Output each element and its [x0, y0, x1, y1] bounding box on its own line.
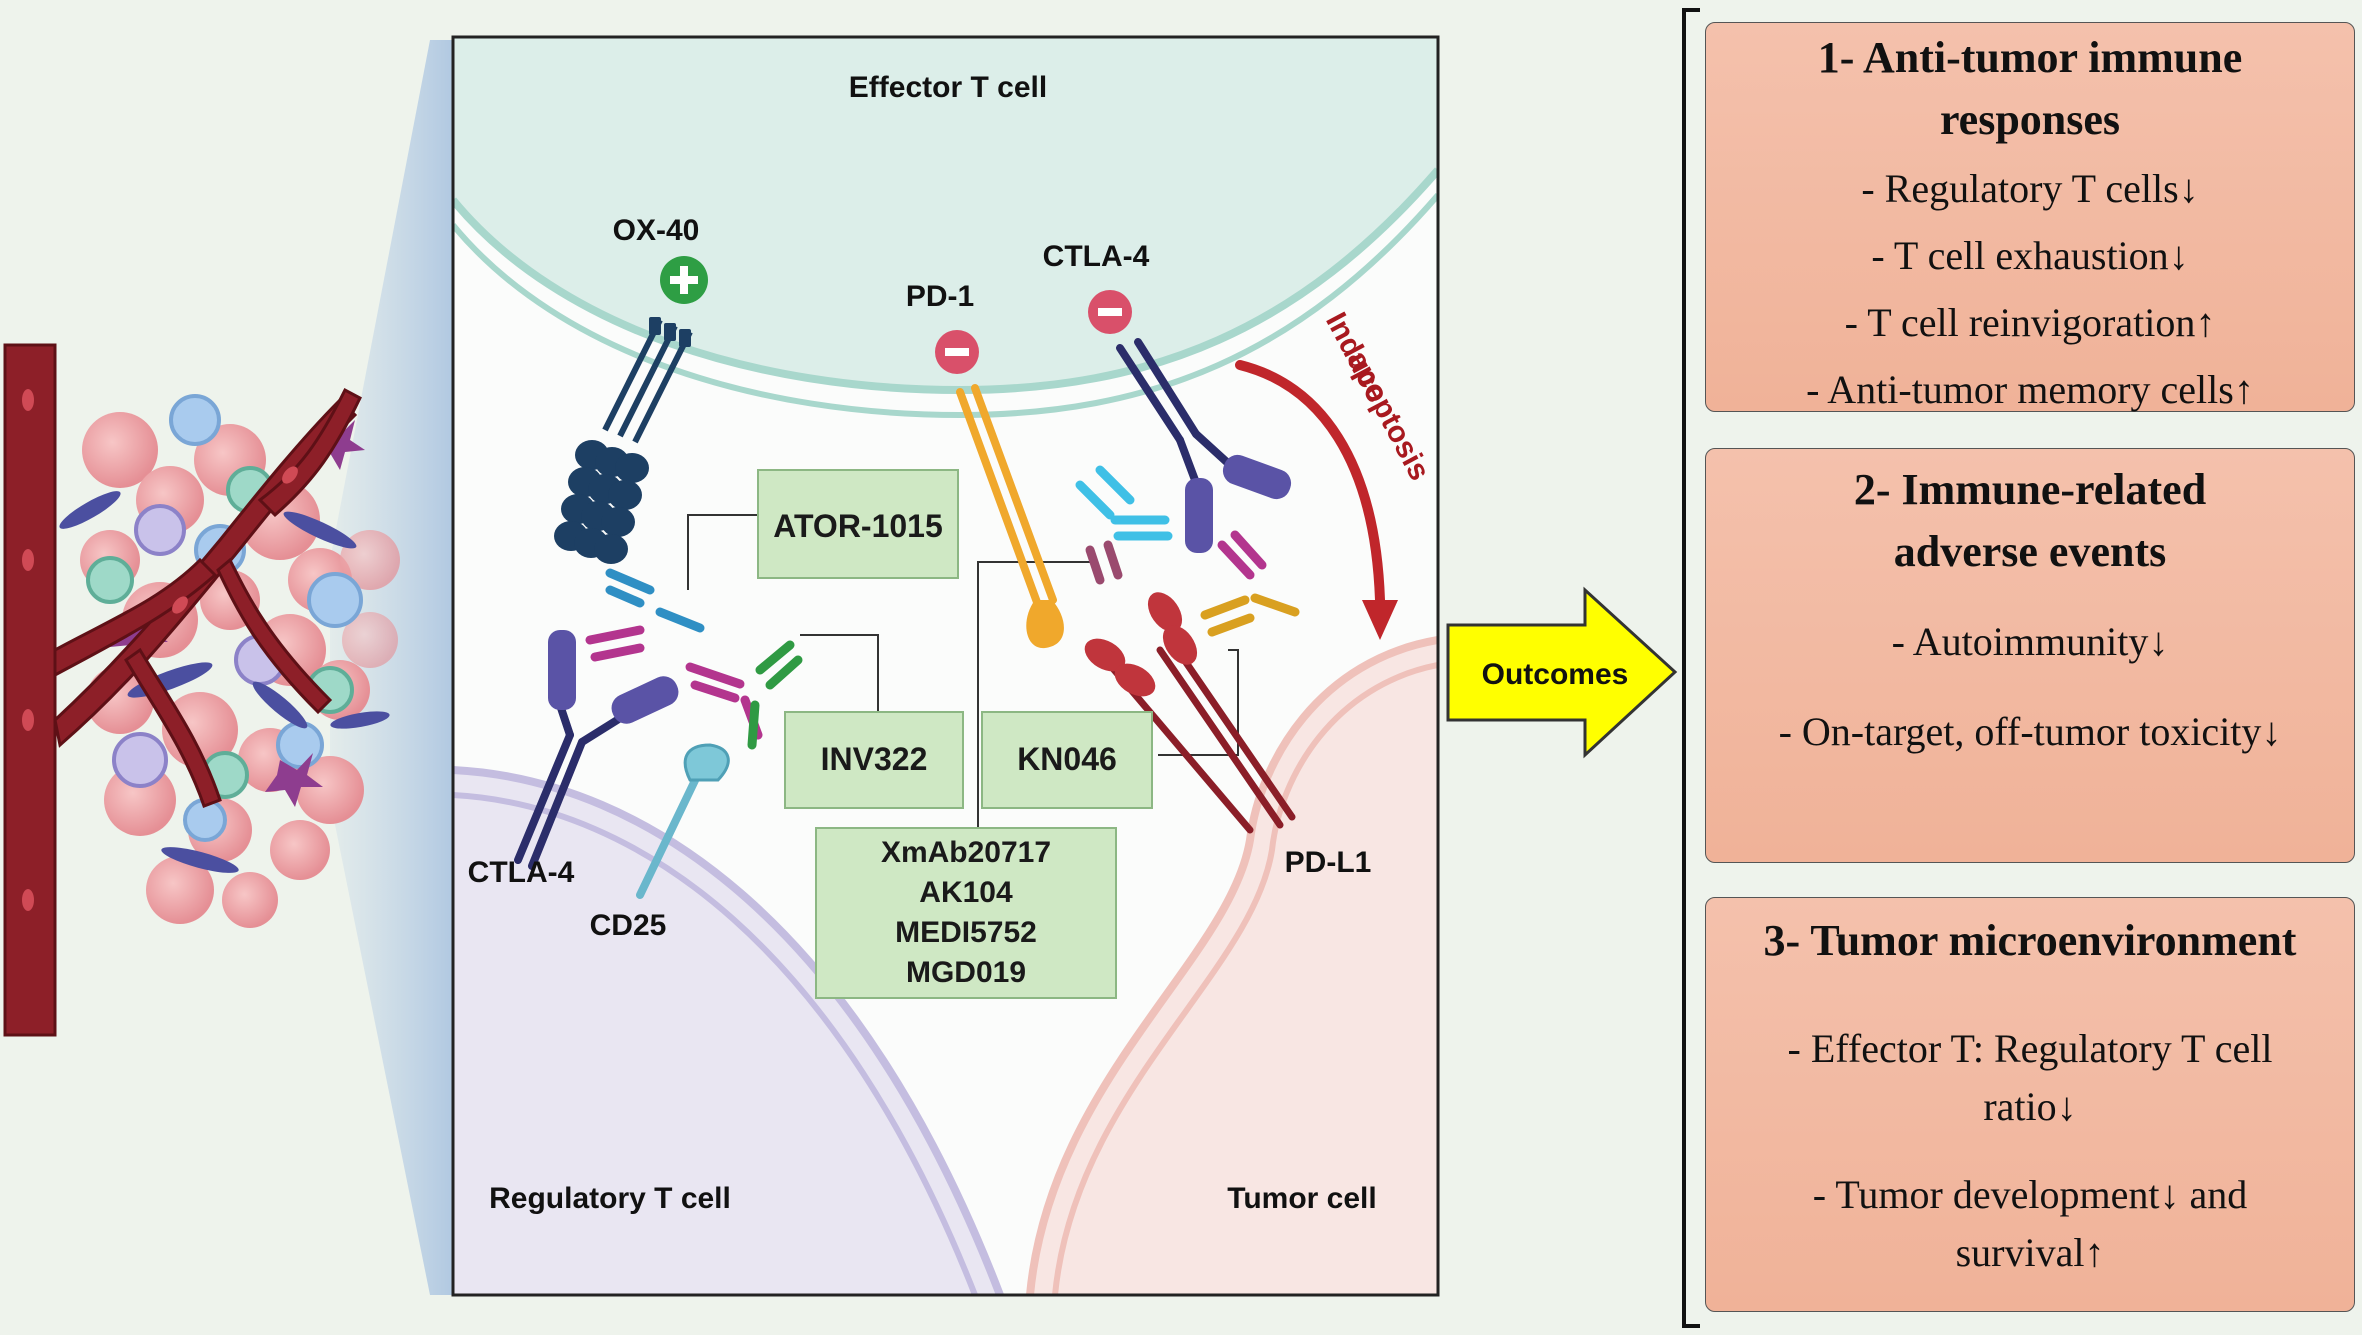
tumor-cell-label: Tumor cell: [1227, 1182, 1376, 1215]
ator-1015-antibody: [585, 568, 705, 662]
drug-box-kn: KN046: [981, 711, 1153, 809]
drug-connectors: [687, 514, 1239, 828]
apoptosis-arrow: [1235, 360, 1398, 640]
outcomes-label: Outcomes: [1482, 658, 1629, 691]
panel-3-item: - Tumor development↓ and: [1812, 1172, 2248, 1217]
pdl1-label: PD-L1: [1285, 846, 1372, 879]
panel-1-item: - Anti-tumor memory cells↑: [1806, 367, 2254, 412]
outcome-panel-adverse-events: 2- Immune-related adverse events - Autoi…: [1705, 448, 2355, 863]
minus-sign-pd1: [935, 330, 979, 374]
regulatory-t-cell-label: Regulatory T cell: [489, 1182, 731, 1215]
outcome-panel-microenvironment: 3- Tumor microenvironment - Effector T: …: [1705, 897, 2355, 1312]
magnification-beam: [330, 40, 455, 1295]
regulatory-t-cell: [453, 770, 1000, 1295]
plus-sign: [660, 256, 708, 304]
panel-2-item: - Autoimmunity↓: [1891, 619, 2169, 664]
panel-2-title-line-2: adverse events: [1893, 527, 2167, 576]
ox40-label: OX-40: [613, 214, 700, 247]
minus-sign-ctla4: [1088, 290, 1132, 334]
red-blood-cells: [22, 389, 298, 911]
panel-1-item: - T cell reinvigoration↑: [1844, 300, 2216, 345]
ctla4-treg-label: CTLA-4: [468, 856, 575, 889]
ox40-receptor: [554, 317, 693, 564]
ator-1015-label: ATOR-1015: [773, 508, 943, 544]
kn046-antibody: [1075, 465, 1173, 585]
panel-1-item: - T cell exhaustion↓: [1871, 233, 2189, 278]
drug-box-ator: ATOR-1015: [757, 469, 959, 579]
drug-medi5752: MEDI5752: [895, 916, 1037, 949]
drug-box-inv: INV322: [784, 711, 964, 809]
cd25-label: CD25: [590, 909, 667, 942]
outcome-panel-antitumor: 1- Anti-tumor immune responses - Regulat…: [1705, 22, 2355, 412]
outcomes-bracket: [1682, 8, 1700, 1328]
pdl1-receptor: [1084, 592, 1296, 834]
blood-vessel: [3, 343, 362, 1037]
panel-3-title: 3- Tumor microenvironment: [1763, 916, 2297, 965]
effector-t-cell: [453, 37, 1438, 390]
panel-1-title-line-1: 1- Anti-tumor immune: [1817, 33, 2243, 82]
panel-3-item: - Effector T: Regulatory T cell: [1787, 1026, 2273, 1071]
panel-1-item: - Regulatory T cells↓: [1861, 166, 2199, 211]
panel-2-title-line-1: 2- Immune-related: [1853, 465, 2207, 514]
panel-2-item: - On-target, off-tumor toxicity↓: [1778, 709, 2282, 754]
inv322-label: INV322: [821, 741, 928, 777]
drug-mgd019: MGD019: [906, 956, 1026, 989]
cd25-receptor: [636, 743, 730, 899]
ctla4-effector-label: CTLA-4: [1043, 240, 1150, 273]
effector-t-cell-label: Effector T cell: [849, 71, 1047, 104]
drug-box-group: XmAb20717 AK104 MEDI5752 MGD019: [815, 827, 1117, 999]
inv322-antibody: [685, 640, 803, 750]
panel-3-item: ratio↓: [1983, 1084, 2077, 1129]
tumor-cell: [1030, 640, 1438, 1295]
ctla4-effector-receptor: [1116, 338, 1292, 553]
panel-1-title-line-2: responses: [1939, 95, 2121, 144]
mechanism-box: [451, 35, 1440, 1297]
pd1-label: PD-1: [906, 280, 974, 313]
panel-3-item: survival↑: [1955, 1230, 2105, 1275]
drug-xmab20717: XmAb20717: [881, 836, 1051, 869]
drug-ak104: AK104: [919, 876, 1013, 909]
pd1-receptor: [956, 384, 1064, 649]
pdl1-binding-antibody: [1200, 530, 1300, 637]
ctla4-treg-receptor: [514, 630, 679, 870]
kn046-label: KN046: [1017, 741, 1117, 777]
tissue-illustration: [3, 40, 455, 1295]
outcomes-arrow: Outcomes: [1446, 586, 1678, 759]
